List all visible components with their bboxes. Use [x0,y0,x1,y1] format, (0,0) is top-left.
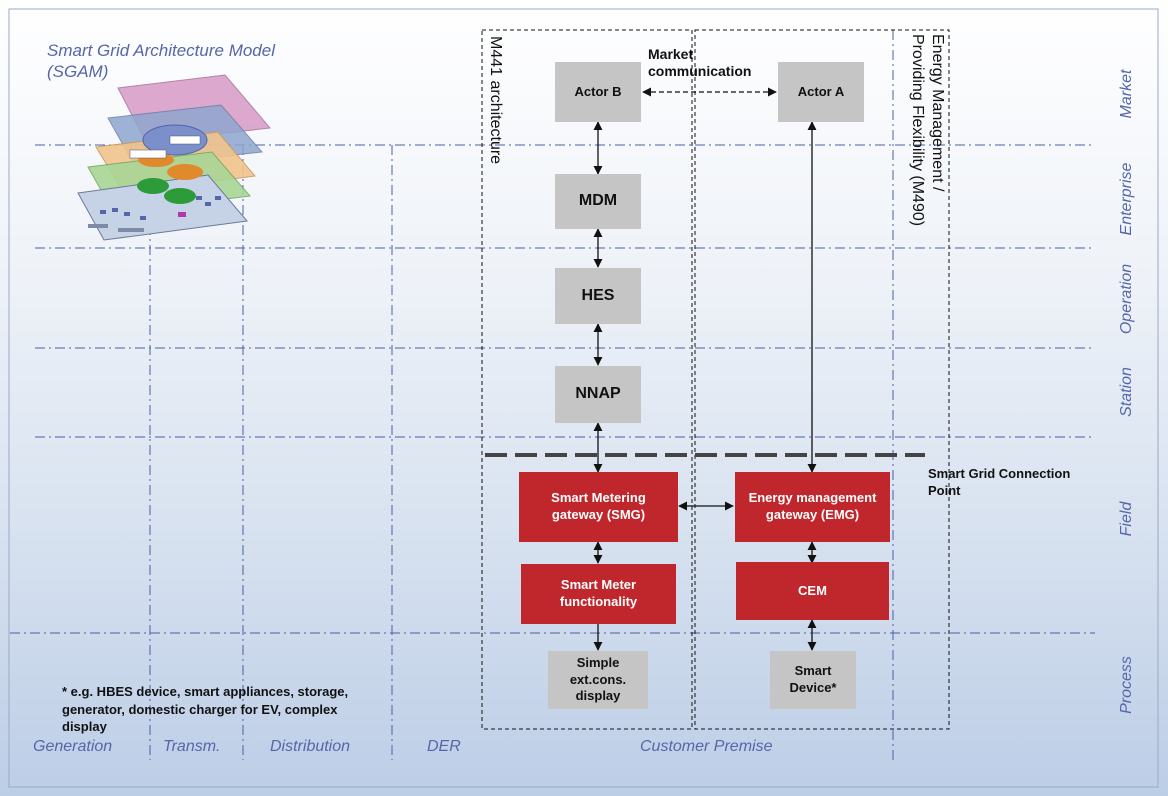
zone-station: Station [1118,367,1135,417]
footnote: * e.g. HBES device, smart appliances, st… [62,684,349,735]
domain-customer-premise: Customer Premise [640,738,773,755]
domain-transmission: Transm. [163,738,221,755]
sgam-title: Smart Grid Architecture Model (SGAM) [47,41,275,82]
zone-market: Market [1118,69,1135,119]
zone-grid-lines [10,144,1095,634]
cem-node: CEM [736,562,889,620]
nnap-node: NNAP [555,366,641,423]
hes-node: HES [555,268,641,324]
domain-generation: Generation [33,738,113,755]
m490-label-line2: Providing Flexibility (M490) [909,34,926,227]
zone-process: Process [1118,656,1135,714]
sgam-model-illustration [77,74,271,241]
smart-meter-functionality-node: Smart Meter functionality [521,564,676,624]
market-communication-label: Market communication [648,46,752,79]
m490-boundary [694,29,950,730]
actor-b-node: Actor B [555,62,641,122]
actor-a-node: Actor A [778,62,864,122]
simple-display-node: Simple ext.cons. display [548,651,648,709]
connection-point-label: Smart Grid Connection Point [928,466,1071,498]
domain-grid-lines [149,30,894,760]
mdm-node: MDM [555,174,641,229]
m441-boundary [481,29,693,730]
m490-label-line1: Energy Management / [929,34,946,192]
smart-device-node: Smart Device* [770,651,856,709]
domain-der: DER [427,738,461,755]
domain-distribution: Distribution [270,738,351,755]
smg-node: Smart Metering gateway (SMG) [519,472,678,542]
zone-field: Field [1118,501,1135,537]
m441-architecture-label: M441 architecture [487,36,504,165]
emg-node: Energy management gateway (EMG) [735,472,890,542]
outer-frame [8,8,1159,788]
